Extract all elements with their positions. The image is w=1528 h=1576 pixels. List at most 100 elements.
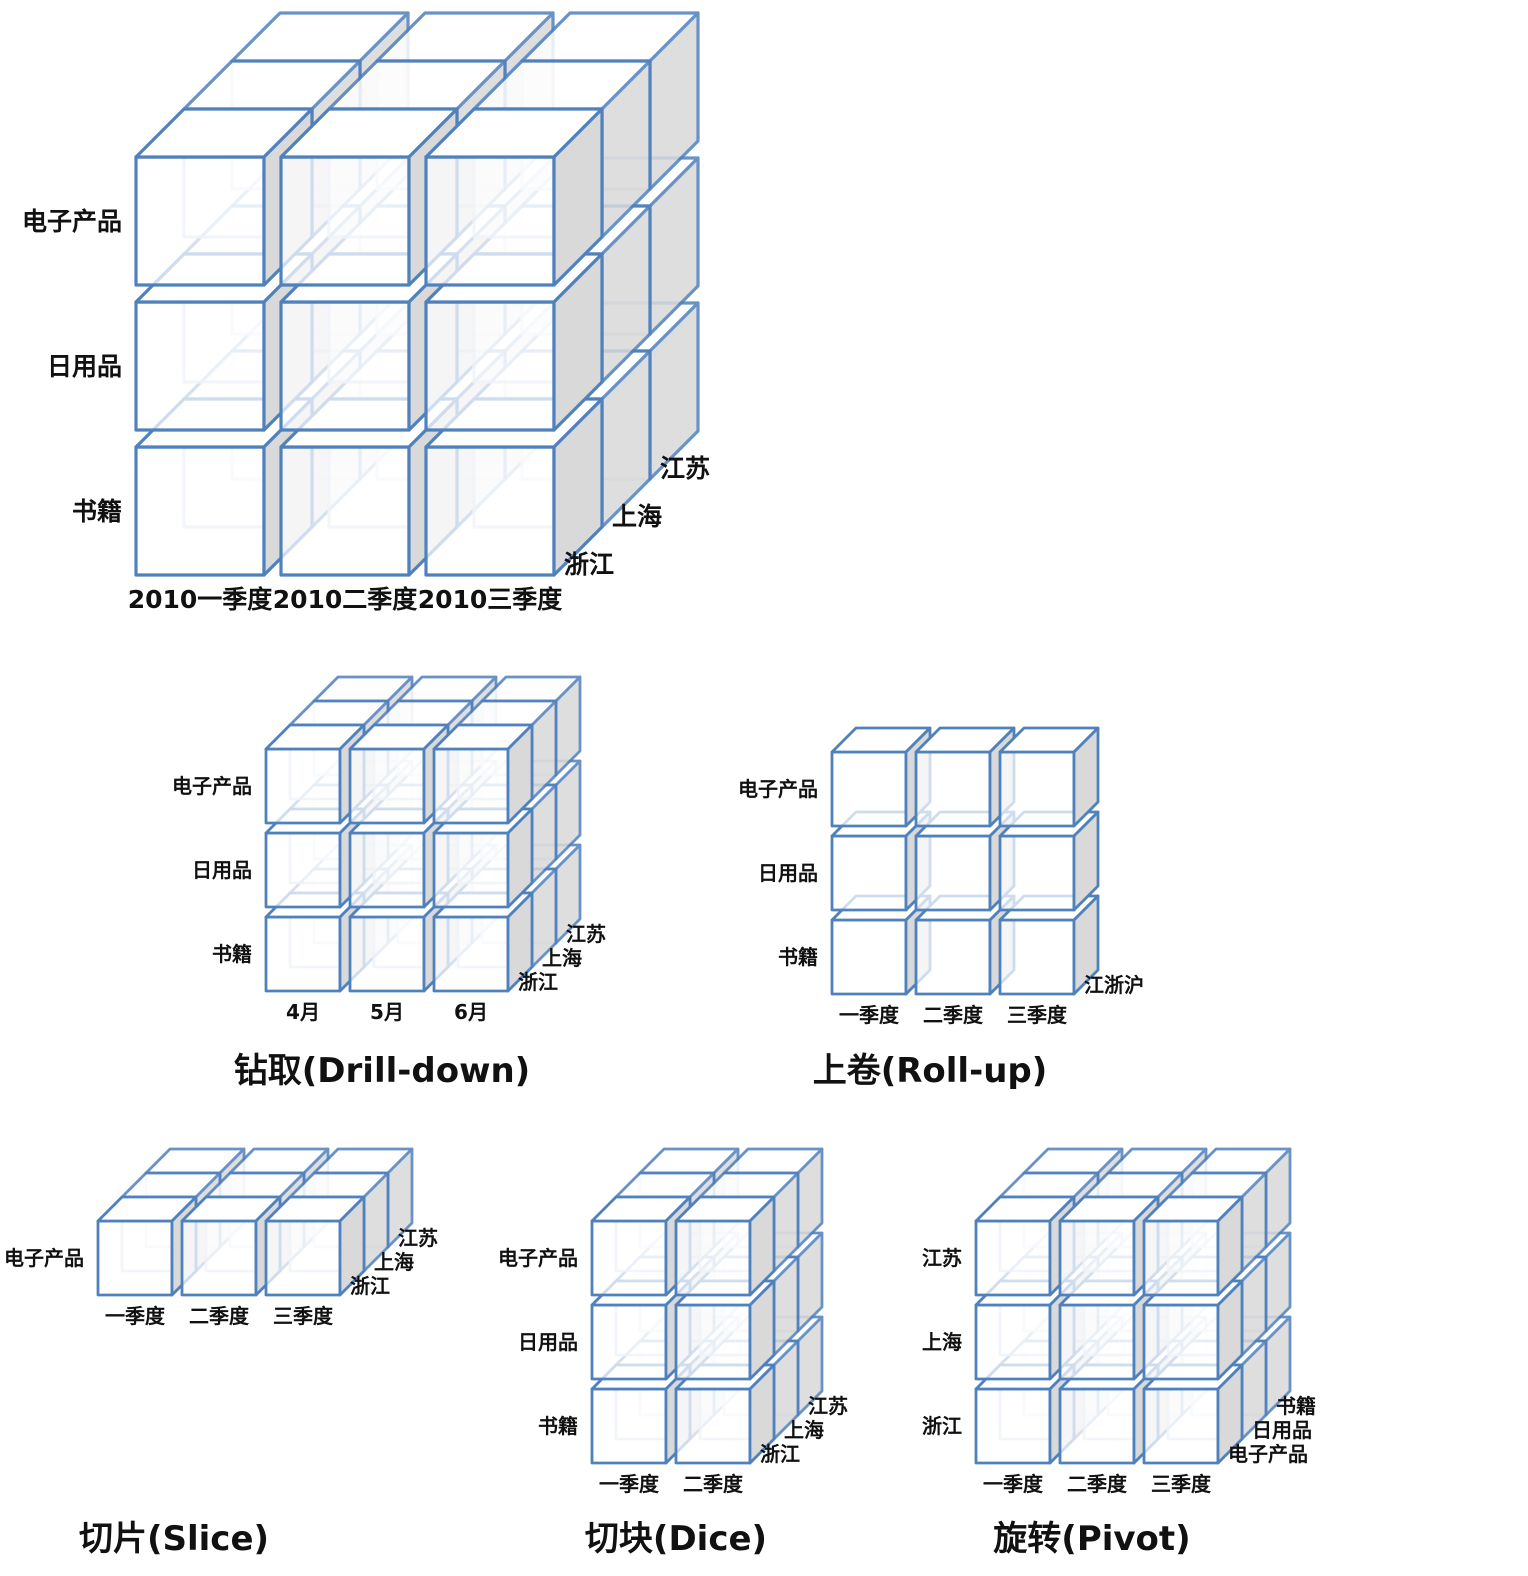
cube-front-face — [432, 831, 510, 909]
cube-front-face — [134, 445, 266, 577]
cube-side-face — [748, 1363, 776, 1465]
cube-front-face — [264, 1219, 342, 1297]
column-label: 二季度 — [683, 1472, 744, 1496]
cube-front-face — [998, 918, 1076, 996]
cube-front-face — [914, 834, 992, 912]
cube-cell — [348, 723, 450, 825]
row-label: 电子产品 — [22, 207, 122, 236]
row-label: 江苏 — [922, 1246, 962, 1270]
row-label: 书籍 — [212, 942, 252, 966]
depth-label: 浙江 — [564, 550, 614, 579]
depth-label: 江苏 — [566, 922, 606, 946]
cube-front-face — [830, 750, 908, 828]
cube-cell — [998, 726, 1100, 828]
row-label: 书籍 — [72, 497, 122, 526]
cube-front-face — [974, 1387, 1052, 1465]
depth-label: 日用品 — [1252, 1418, 1312, 1442]
depth-label: 上海 — [612, 502, 662, 531]
cube-side-face — [552, 107, 604, 287]
column-label: 二季度 — [923, 1003, 984, 1027]
cube-front-face — [432, 915, 510, 993]
row-label: 上海 — [922, 1330, 962, 1354]
column-label: 6月 — [454, 1000, 488, 1024]
cube-cell — [998, 894, 1100, 996]
depth-label: 江苏 — [660, 454, 710, 483]
cube-side-face — [552, 252, 604, 432]
cube-front-face — [1142, 1303, 1220, 1381]
cube-front-face — [998, 750, 1076, 828]
depth-label: 江苏 — [808, 1394, 848, 1418]
depth-label: 江苏 — [398, 1226, 438, 1250]
column-label: 2010二季度 — [273, 585, 418, 614]
cube-front-face — [674, 1219, 752, 1297]
cube-side-face — [1072, 726, 1100, 828]
cube-front-face — [914, 918, 992, 996]
cube-side-face — [506, 891, 534, 993]
cube-cell — [674, 1195, 776, 1297]
cube-front-face — [1142, 1219, 1220, 1297]
roll-up-cube-group: 电子产品日用品书籍一季度二季度三季度江浙沪上卷(Roll-up) — [738, 726, 1144, 1091]
cube-side-face — [506, 723, 534, 825]
column-label: 三季度 — [1151, 1472, 1212, 1496]
depth-label: 江浙沪 — [1084, 973, 1144, 997]
cube-cell — [1142, 1195, 1244, 1297]
cube-front-face — [96, 1219, 174, 1297]
cube-front-face — [279, 445, 411, 577]
cube-front-face — [998, 834, 1076, 912]
cube-front-face — [590, 1303, 668, 1381]
cube-front-face — [134, 300, 266, 432]
column-label: 一季度 — [839, 1003, 900, 1027]
row-label: 日用品 — [47, 352, 122, 381]
column-label: 4月 — [286, 1000, 320, 1024]
column-label: 一季度 — [599, 1472, 660, 1496]
row-label: 日用品 — [758, 861, 818, 885]
operation-caption: 钻取(Drill-down) — [234, 1051, 530, 1091]
cube-side-face — [552, 397, 604, 577]
cube-side-face — [1072, 894, 1100, 996]
cube-front-face — [830, 834, 908, 912]
row-label: 日用品 — [192, 858, 252, 882]
row-label: 书籍 — [778, 945, 818, 969]
cube-front-face — [432, 747, 510, 825]
depth-label: 上海 — [542, 946, 582, 970]
cube-front-face — [914, 750, 992, 828]
column-label: 三季度 — [1007, 1003, 1068, 1027]
cube-front-face — [1058, 1303, 1136, 1381]
operation-caption: 上卷(Roll-up) — [813, 1051, 1048, 1091]
row-label: 浙江 — [922, 1414, 962, 1438]
cube-cell — [432, 723, 534, 825]
operation-caption: 旋转(Pivot) — [993, 1519, 1190, 1559]
cube-side-face — [748, 1279, 776, 1381]
depth-label: 上海 — [374, 1250, 414, 1274]
row-label: 电子产品 — [498, 1246, 578, 1270]
cube-front-face — [279, 155, 411, 287]
cube-front-face — [974, 1219, 1052, 1297]
column-label: 二季度 — [1067, 1472, 1128, 1496]
cube-side-face — [338, 1195, 366, 1297]
depth-label: 浙江 — [350, 1274, 390, 1298]
cube-front-face — [1142, 1387, 1220, 1465]
column-label: 5月 — [370, 1000, 404, 1024]
cube-front-face — [348, 915, 426, 993]
slice-cube-group: 电子产品一季度二季度三季度浙江上海江苏切片(Slice) — [4, 1147, 438, 1559]
cube-front-face — [830, 918, 908, 996]
cube-cell — [674, 1279, 776, 1381]
cube-front-face — [279, 300, 411, 432]
column-label: 一季度 — [105, 1304, 166, 1328]
row-label: 书籍 — [538, 1414, 578, 1438]
cube-side-face — [748, 1195, 776, 1297]
cube-side-face — [1216, 1279, 1244, 1381]
column-label: 三季度 — [273, 1304, 334, 1328]
column-label: 2010三季度 — [418, 585, 563, 614]
cube-side-face — [1072, 810, 1100, 912]
depth-label: 上海 — [784, 1418, 824, 1442]
pivot-cube-group: 江苏上海浙江一季度二季度三季度电子产品日用品书籍旋转(Pivot) — [922, 1147, 1316, 1559]
cube-cell — [264, 1195, 366, 1297]
cube-front-face — [974, 1303, 1052, 1381]
operation-caption: 切片(Slice) — [79, 1519, 269, 1559]
cube-side-face — [1216, 1195, 1244, 1297]
cube-front-face — [590, 1219, 668, 1297]
row-label: 电子产品 — [172, 774, 252, 798]
